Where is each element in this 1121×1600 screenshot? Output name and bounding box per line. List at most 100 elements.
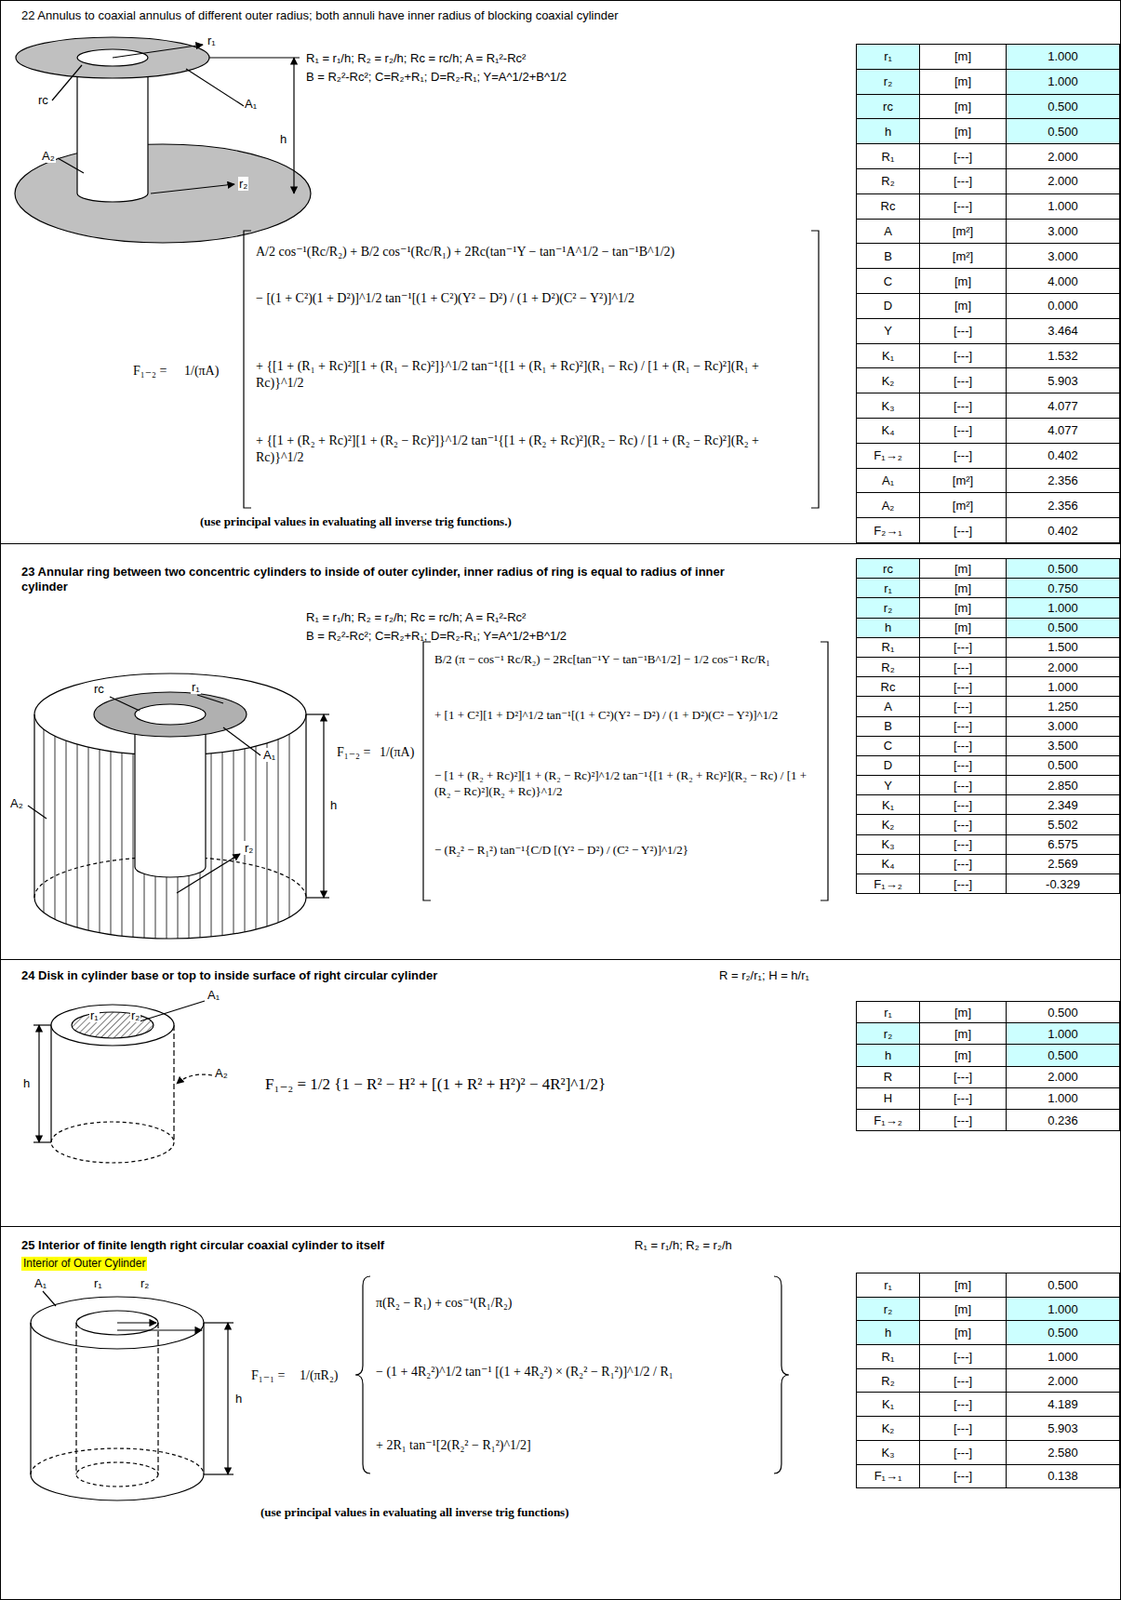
table-cell: [m²] [920, 243, 1007, 269]
table-cell: [---] [920, 393, 1007, 419]
table-cell: [---] [920, 795, 1007, 815]
table-cell: 0.500 [1006, 94, 1121, 121]
hatch-line [66, 740, 67, 924]
table-cell: [---] [920, 1369, 1007, 1394]
area-label: A₁ [262, 747, 277, 762]
table-cell: [m] [920, 69, 1007, 95]
table-cell: 2.000 [1006, 169, 1121, 195]
table-cell: B [856, 717, 921, 737]
table-cell: F₁→₁ [856, 1465, 921, 1490]
table-cell: Rc [856, 677, 921, 697]
value-table: r₁[m]0.500r₂[m]1.000h[m]0.500R[---]2.000… [855, 1000, 1121, 1132]
table-cell: h [856, 1044, 921, 1067]
table-cell: 2.000 [1006, 1369, 1121, 1394]
dimension-label: r₁ [89, 1008, 100, 1023]
table-cell: H [856, 1088, 921, 1110]
table-cell: [m] [920, 618, 1007, 639]
table-cell: 3.000 [1006, 717, 1121, 737]
table-cell: K₃ [856, 393, 921, 419]
table-cell: r₂ [856, 598, 921, 618]
table-cell: 2.000 [1006, 657, 1121, 678]
formula-text: π(R₂ − R₁) + cos⁻¹(R₁/R₂) [375, 1294, 772, 1312]
section-title: 24 Disk in cylinder base or top to insid… [21, 968, 710, 984]
formula-text: − [(1 + C²)(1 + D²)]^1/2 tan⁻¹[(1 + C²)(… [255, 290, 810, 307]
table-cell: [---] [920, 775, 1007, 796]
formula-text: + {[1 + (R₂ + Rc)²][1 + (R₂ − Rc)²]}^1/2… [255, 432, 810, 467]
table-cell: R₂ [856, 1369, 921, 1394]
table-cell: 1.000 [1006, 598, 1121, 618]
section-title: 22 Annulus to coaxial annulus of differe… [21, 8, 841, 24]
table-cell: 0.402 [1006, 518, 1121, 544]
table-cell: K₁ [856, 1392, 921, 1417]
table-cell: R [856, 1067, 921, 1089]
hatch-line [43, 729, 45, 913]
table-cell: h [856, 119, 921, 145]
dimension-label: r₁ [190, 680, 201, 694]
hatch-line [266, 743, 268, 927]
table-cell: 1.532 [1006, 344, 1121, 370]
table-cell: [---] [920, 169, 1007, 195]
table-cell: 2.000 [1006, 1067, 1121, 1089]
table-cell: [---] [920, 756, 1007, 776]
table-cell: 0.500 [1006, 756, 1121, 776]
formula-text: F₁₋₁ = [251, 1367, 285, 1385]
hatch-line [211, 753, 213, 937]
table-cell: 1.000 [1006, 1345, 1121, 1370]
table-cell: F₁→₂ [856, 1109, 921, 1132]
formula-text: B/2 (π − cos⁻¹ Rc/R₂) − 2Rc[tan⁻¹Y − tan… [434, 651, 818, 668]
table-cell: A₁ [856, 468, 921, 494]
formula-text: − [1 + (R₂ + Rc)²][1 + (R₂ − Rc)²]^1/2 t… [434, 767, 818, 800]
area-label: A₁ [33, 1276, 48, 1291]
formula-text: 1/(πA) [379, 744, 414, 761]
table-cell: [m²] [920, 468, 1007, 494]
table-cell: 1.250 [1006, 696, 1121, 717]
table-cell: [m] [920, 119, 1007, 145]
dimension-label: r₂ [243, 840, 254, 855]
table-cell: rc [856, 559, 921, 579]
table-cell: [---] [920, 1441, 1007, 1466]
table-cell: 1.000 [1006, 194, 1121, 220]
table-cell: 0.750 [1006, 578, 1121, 599]
table-cell: 4.000 [1006, 268, 1121, 294]
formula-text: 1/(πA) [184, 362, 219, 380]
formula-text: + 2R₁ tan⁻¹[2(R₂² − R₁²)^1/2] [375, 1437, 772, 1455]
table-cell: [---] [920, 518, 1007, 544]
table-cell: K₄ [856, 854, 921, 875]
table-cell: [---] [920, 344, 1007, 370]
table-cell: R₁ [856, 1345, 921, 1370]
table-cell: 0.500 [1006, 618, 1121, 639]
note-text: (use principal values in evaluating all … [200, 514, 512, 530]
table-cell: F₂→₁ [856, 518, 921, 544]
table-cell: R₁ [856, 638, 921, 658]
table-cell: -0.329 [1006, 874, 1121, 895]
table-cell: 4.077 [1006, 393, 1121, 419]
section-title: 23 Annular ring between two concentric c… [21, 564, 729, 595]
table-cell: A [856, 696, 921, 717]
table-cell: 1.000 [1006, 677, 1121, 697]
table-cell: [m] [920, 94, 1007, 121]
table-cell: 4.189 [1006, 1392, 1121, 1417]
hatch-line [289, 733, 291, 918]
hatch-line [233, 750, 235, 935]
table-cell: [m] [920, 1297, 1007, 1322]
table-cell: 1.000 [1006, 1297, 1121, 1322]
formula-text: F₁₋₂ = [336, 744, 371, 761]
hatch-line [110, 751, 112, 935]
table-cell: [m] [920, 1321, 1007, 1346]
table-cell: Y [856, 775, 921, 796]
hatch-line [133, 753, 134, 937]
table-cell: [---] [920, 814, 1007, 835]
table-cell: [m] [920, 578, 1007, 599]
hatch-line [77, 744, 79, 928]
table-cell: [---] [920, 1392, 1007, 1417]
table-cell: 2.850 [1006, 775, 1121, 796]
table-cell: 0.138 [1006, 1465, 1121, 1490]
table-cell: D [856, 293, 921, 320]
hatch-line [278, 739, 280, 923]
table-cell: r₁ [856, 1001, 921, 1024]
table-cell: 1.000 [1006, 44, 1121, 70]
table-cell: C [856, 268, 921, 294]
table-cell: 0.500 [1006, 119, 1121, 145]
table-cell: [---] [920, 638, 1007, 658]
table-cell: 3.464 [1006, 319, 1121, 345]
